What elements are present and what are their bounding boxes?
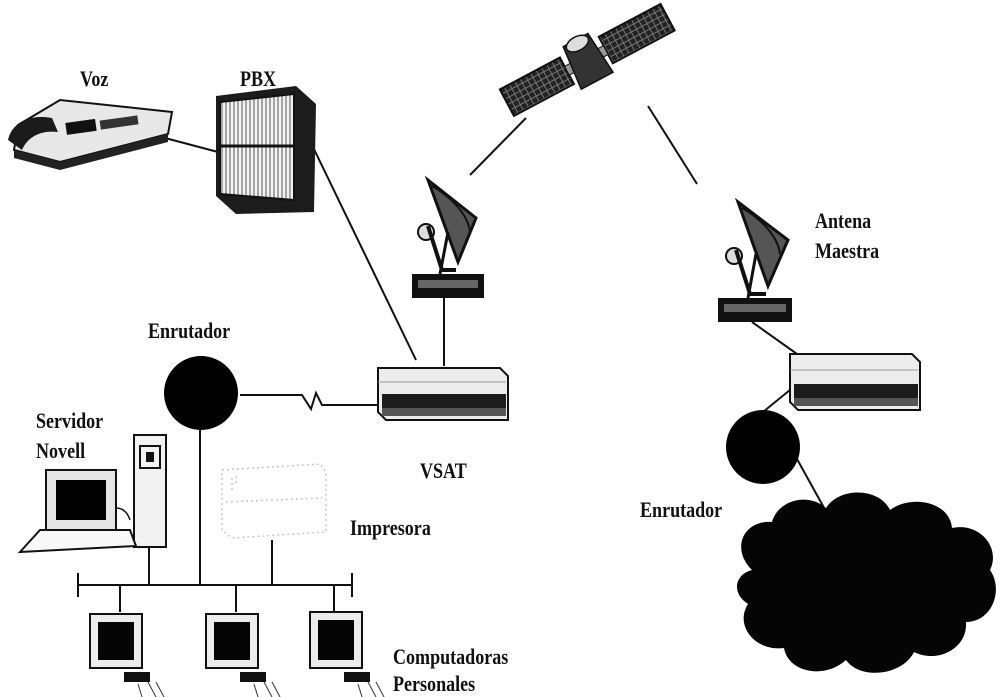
computer-icon bbox=[309, 611, 385, 697]
voz-label: Voz bbox=[80, 66, 109, 91]
enrutador-right-label: Enrutador bbox=[640, 497, 723, 522]
modem-icon bbox=[789, 353, 921, 411]
printer-icon bbox=[221, 463, 327, 539]
satellite-dish-icon bbox=[718, 197, 792, 322]
antena-maestra-label-line1: Antena bbox=[815, 208, 872, 233]
enrutador-left-label: Enrutador bbox=[148, 318, 231, 343]
satellite-dish-icon bbox=[412, 175, 484, 298]
master-dish-modem-link bbox=[751, 321, 798, 355]
computadoras-personales-label-line2: Personales bbox=[393, 671, 476, 696]
router-icon bbox=[726, 410, 800, 484]
router-cloud-link bbox=[791, 449, 829, 516]
pbx-vsat-link bbox=[311, 144, 417, 361]
servidor-novell-label-line1: Servidor bbox=[36, 408, 104, 433]
pbx-label: PBX bbox=[240, 66, 277, 91]
satellite-icon bbox=[498, 2, 676, 118]
satellite-master-downlink bbox=[647, 105, 698, 185]
antena-maestra-label-line2: Maestra bbox=[815, 238, 880, 263]
computer-icon bbox=[205, 613, 281, 697]
modem-icon bbox=[377, 367, 509, 421]
cloud-icon bbox=[736, 492, 996, 673]
computadoras-personales-label-line1: Computadoras bbox=[393, 644, 509, 669]
pbx-cabinet-icon bbox=[216, 86, 316, 214]
impresora-label: Impresora bbox=[350, 515, 431, 540]
router-icon bbox=[164, 356, 238, 430]
connection-lines bbox=[77, 105, 829, 612]
dish-satellite-uplink bbox=[469, 117, 527, 176]
phone-pbx-link bbox=[164, 137, 219, 153]
computer-icon bbox=[89, 613, 165, 697]
vsat-label: VSAT bbox=[420, 458, 467, 483]
servidor-novell-label-line2: Novell bbox=[36, 438, 86, 463]
telephone-icon bbox=[8, 98, 174, 170]
server-icon bbox=[17, 434, 167, 554]
router-vsat-link bbox=[240, 390, 378, 412]
